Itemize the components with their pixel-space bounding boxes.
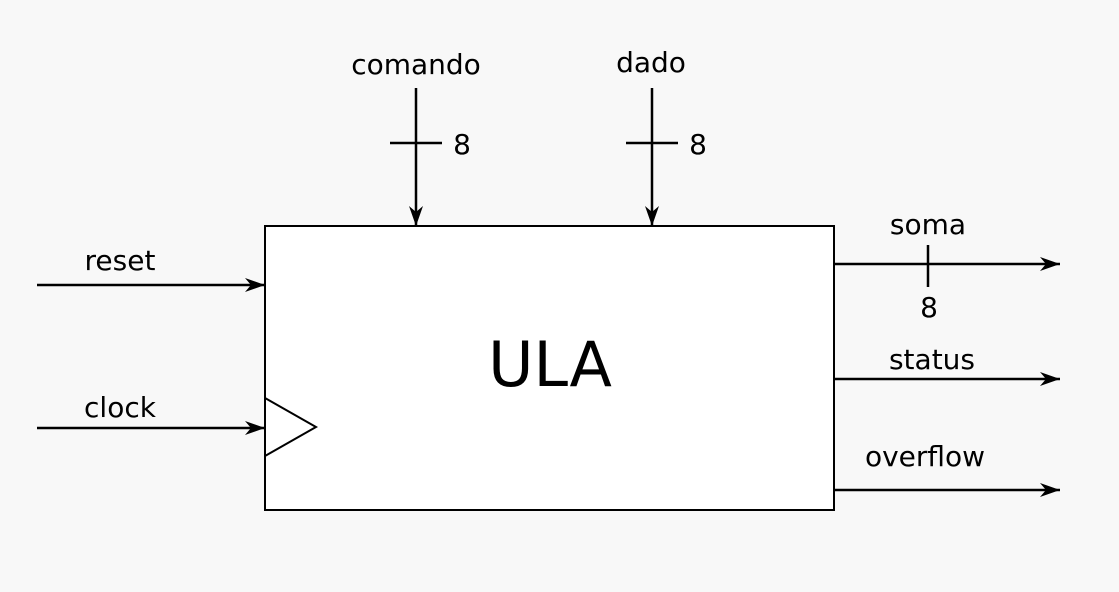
dado-label: dado	[616, 46, 686, 79]
overflow-label: overflow	[865, 440, 985, 473]
clock-triangle-icon	[264, 397, 319, 457]
comando-width-label: 8	[453, 128, 471, 161]
reset-label: reset	[85, 244, 156, 277]
block-title: ULA	[488, 328, 612, 401]
soma-width-label: 8	[920, 291, 938, 324]
clock-label: clock	[84, 391, 157, 424]
ula-block	[264, 225, 835, 511]
status-label: status	[889, 343, 975, 376]
comando-label: comando	[351, 48, 481, 81]
dado-width-label: 8	[689, 128, 707, 161]
soma-label: soma	[890, 208, 966, 241]
